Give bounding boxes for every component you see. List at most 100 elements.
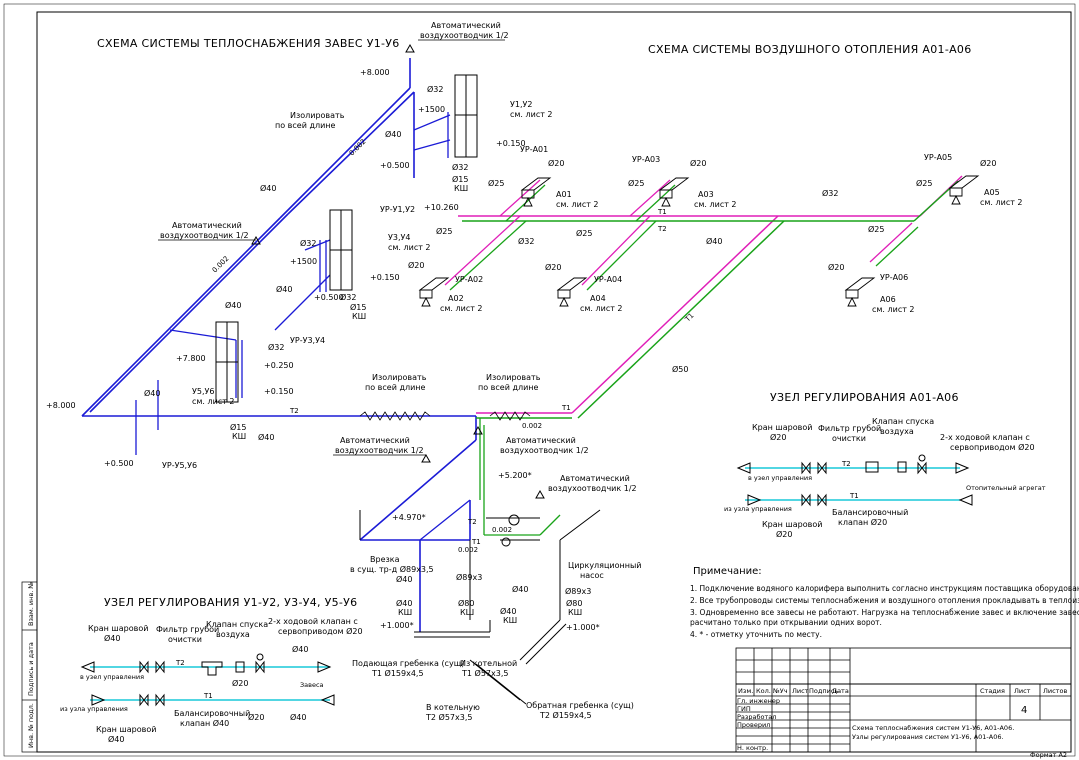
vent-label-low3-2: воздухоотводчик 1/2 — [548, 484, 637, 493]
dia-label: Ø20 — [690, 158, 706, 168]
uzel-u-d20-mid: Ø20 — [232, 678, 248, 688]
ball-valve-icon — [139, 660, 149, 674]
dia-label: Ø20 — [980, 158, 996, 168]
dia-label: Ø40 — [385, 129, 401, 139]
stamp-inv-podl: Инв. № подл. — [27, 703, 35, 748]
tb-desc-2: Узлы регулирования систем У1-У6, А01-А06… — [852, 733, 1004, 741]
elev-label: +8.000 — [360, 68, 390, 77]
tb-col-uch: №Уч — [772, 687, 788, 695]
a01-list: см. лист 2 — [556, 200, 599, 209]
uzel-a-2x-1: 2-х ходовой клапан с — [940, 433, 1030, 442]
pipe-t2-label: Т2 — [467, 518, 477, 526]
insulation-mark — [359, 411, 431, 421]
elev-label: +7.800 — [176, 354, 206, 363]
servo-valve-icon — [255, 660, 265, 674]
vent-label-mid-1: Автоматический — [172, 221, 242, 230]
uzel-a-t2: Т2 — [841, 460, 851, 468]
curtain-units — [215, 74, 478, 403]
elev-label: +0.500 — [314, 293, 344, 302]
uzel-u-spusk-2: воздуха — [216, 630, 250, 639]
tb-listov: Листов — [1043, 687, 1067, 695]
comb-area — [359, 509, 601, 705]
ur-a06-label: УР-А06 — [880, 273, 908, 282]
ur-a02-label: УР-А02 — [455, 275, 483, 284]
ur-a03-label: УР-А03 — [632, 155, 660, 164]
vent-label-top-1: Автоматический — [431, 21, 501, 30]
elev-label: +0.500 — [104, 459, 134, 468]
uzel-u-t2: Т2 — [175, 659, 185, 667]
tb-stadiya: Стадия — [980, 687, 1005, 695]
tb-row-proveril: Проверил — [737, 721, 770, 729]
a03-list: см. лист 2 — [694, 200, 737, 209]
unit-a05 — [948, 175, 980, 205]
elev-label: +0.150 — [496, 139, 526, 148]
dia-label: Ø40 — [396, 574, 412, 584]
unit-a04 — [556, 277, 588, 307]
ball-valve-icon — [801, 493, 811, 507]
uzel-a-t1: Т1 — [849, 492, 859, 500]
filter-icon — [155, 660, 165, 674]
uzel-a-kran-2: Ø20 — [770, 432, 786, 442]
title-uzel-u: УЗЕЛ РЕГУЛИРОВАНИЯ У1-У2, У3-У4, У5-У6 — [104, 596, 357, 609]
vent-label-mid-2: воздухоотводчик 1/2 — [160, 231, 249, 240]
pipe-t1-label: Т1 — [471, 538, 481, 546]
uzel-a-2x-2: сервоприводом Ø20 — [950, 442, 1035, 452]
otoplenie-pipe-network — [444, 175, 963, 419]
arrow-right-icon — [747, 494, 762, 506]
dia-label: Ø15 — [230, 422, 246, 432]
sheet-outer-frame — [3, 3, 1076, 757]
tb-col-data: Дата — [832, 687, 849, 695]
ur-a05-label: УР-А05 — [924, 153, 952, 162]
uzel-a-v-uzel: в узел управления — [748, 474, 812, 482]
pipe-t2-label: Т2 — [289, 407, 299, 415]
balancing-valve-icon — [817, 493, 827, 507]
vrezka-label-2: в сущ. тр-д Ø89х3,5 — [350, 564, 434, 574]
ksh-label: КШ — [398, 608, 412, 617]
iz-kot-label-1: Из котельной — [460, 659, 517, 668]
vent-label-low-2: воздухоотводчик 1/2 — [335, 446, 424, 455]
ur-u12-label: УР-У1,У2 — [380, 205, 415, 214]
pump-icon — [501, 537, 511, 547]
vrezka-label-1: Врезка — [370, 555, 400, 564]
tb-col-list: Лист — [792, 687, 809, 695]
sheet-inner-frame — [36, 11, 1072, 753]
uzel-u-balans-2: клапан Ø40 — [180, 718, 229, 728]
tb-row-razrab: Разработал — [737, 713, 776, 721]
zavesy-labels: Автоматический воздухоотводчик 1/2 +8.00… — [46, 21, 642, 722]
tb-sheet-number: 4 — [1021, 705, 1027, 716]
note-item-3b: расчитано только при открывании одних во… — [690, 618, 882, 627]
uzel-a-filtr-1: Фильтр грубой — [818, 424, 881, 433]
unit-a03 — [658, 177, 690, 207]
a05-list: см. лист 2 — [980, 198, 1023, 207]
dia-label: Ø25 — [868, 224, 884, 234]
uzel-a-iz-uzla: из узла управления — [724, 505, 792, 513]
uzel-u-diagram: Т2 Т1 Кран шаровой Ø40 Фильтр грубой очи… — [60, 617, 363, 744]
ur-u34-label: УР-У3,У4 — [290, 336, 325, 345]
arrow-right-icon — [91, 694, 106, 706]
ur-a04-label: УР-А04 — [594, 275, 622, 284]
vent-label-low2-2: воздухоотводчик 1/2 — [500, 446, 589, 455]
dia-label: Ø32 — [300, 238, 316, 248]
insulation-label-2: по всей длине — [365, 383, 426, 392]
uzel-a-kranb-1: Кран шаровой — [762, 520, 822, 529]
elev-label: +10.260 — [424, 203, 459, 212]
tb-col-kol: Кол. — [756, 687, 771, 695]
ksh-label: КШ — [454, 184, 468, 193]
air-vent-symbols — [251, 43, 545, 499]
tb-col-izm: Изм. — [738, 687, 753, 695]
dia-label: Ø50 — [672, 364, 688, 374]
uzel-u-d40-top: Ø40 — [292, 644, 308, 654]
v-kot-label-2: Т2 Ø57х3,5 — [425, 712, 472, 722]
dia-label: Ø15 — [350, 302, 366, 312]
a01-label: А01 — [556, 190, 572, 199]
ksh-label: КШ — [568, 608, 582, 617]
a04-label: А04 — [590, 294, 606, 303]
air-release-valve-icon — [865, 461, 879, 473]
insulation-label-2: по всей длине — [478, 383, 539, 392]
dia-label: Ø40 — [144, 388, 160, 398]
elev-label: +0.250 — [264, 361, 294, 370]
uzel-a-kran-1: Кран шаровой — [752, 423, 812, 432]
uzel-u-spusk-1: Клапан спуска — [206, 620, 268, 629]
dia-label: Ø25 — [628, 178, 644, 188]
uzel-u-filtr-1: Фильтр грубой — [156, 625, 219, 634]
